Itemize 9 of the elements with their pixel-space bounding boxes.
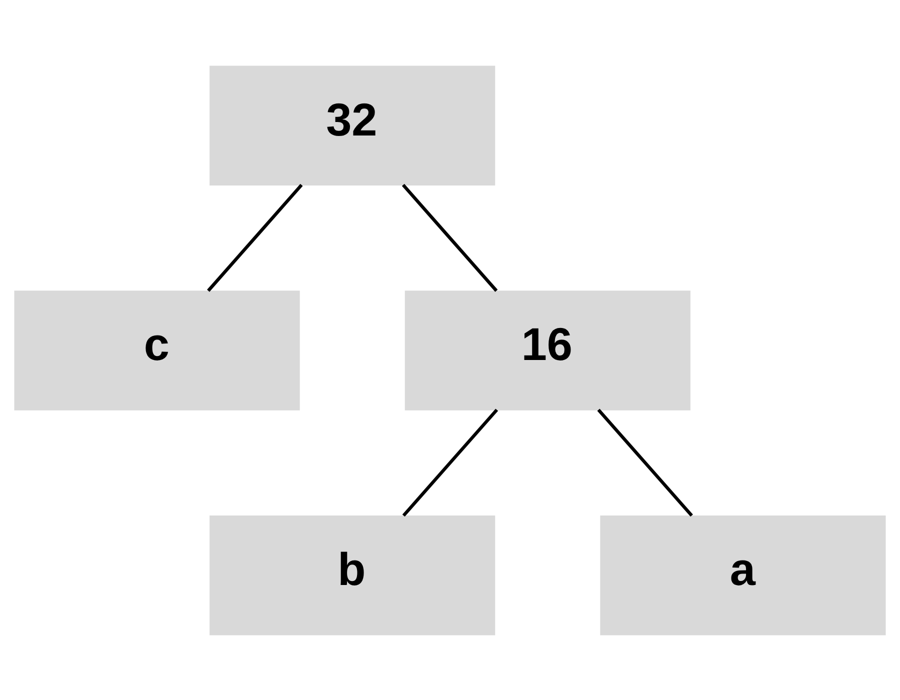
node-box: 16 bbox=[404, 290, 690, 410]
node-box: 32 bbox=[210, 65, 496, 186]
node-box: c bbox=[14, 290, 300, 410]
connector bbox=[402, 408, 498, 516]
connector bbox=[402, 183, 498, 292]
connector bbox=[597, 408, 693, 516]
connector bbox=[207, 183, 303, 292]
node-box: a bbox=[600, 514, 886, 635]
node-box: b bbox=[210, 514, 496, 635]
